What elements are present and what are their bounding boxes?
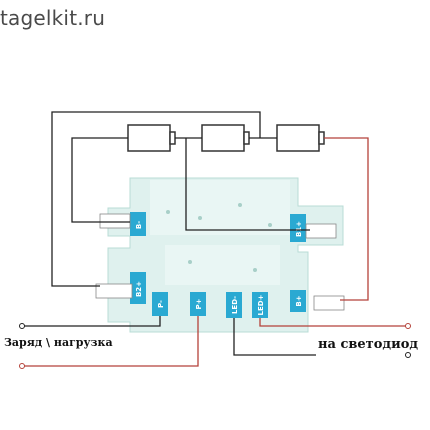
pad-b-minus: B-	[130, 212, 146, 236]
pad-led-minus-label: LED-	[231, 296, 239, 314]
pad-b-minus-label: B-	[135, 221, 143, 229]
battery-cell-1	[127, 124, 176, 152]
pad-b-plus-label: B+	[295, 295, 303, 306]
pad-b2-plus: B2+	[130, 272, 146, 304]
pad-b-plus: B+	[290, 290, 306, 312]
pad-led-minus: LED-	[226, 292, 242, 318]
pad-p-minus-label: P-	[157, 300, 165, 308]
label-charge-load: Заряд \ нагрузка	[4, 336, 113, 349]
pad-led-plus: LED+	[252, 292, 268, 318]
pad-p-plus-label: P+	[195, 298, 203, 309]
pad-p-plus: P+	[190, 292, 206, 316]
terminal-markers	[19, 323, 411, 369]
pad-b1-plus: B1+	[290, 214, 306, 242]
pad-led-plus-label: LED+	[257, 294, 265, 315]
pad-b1-plus-label: B1+	[295, 221, 303, 237]
pad-b2-plus-label: B2+	[135, 281, 143, 297]
wires-black	[22, 111, 316, 356]
battery-cell-2	[201, 124, 250, 152]
watermark-text: tagelkit.ru	[0, 6, 106, 30]
label-to-led: на светодиод	[318, 337, 418, 352]
wires-red	[22, 137, 408, 367]
pad-p-minus: P-	[152, 292, 168, 316]
battery-cell-3	[276, 124, 325, 152]
pcb-board	[107, 177, 344, 333]
